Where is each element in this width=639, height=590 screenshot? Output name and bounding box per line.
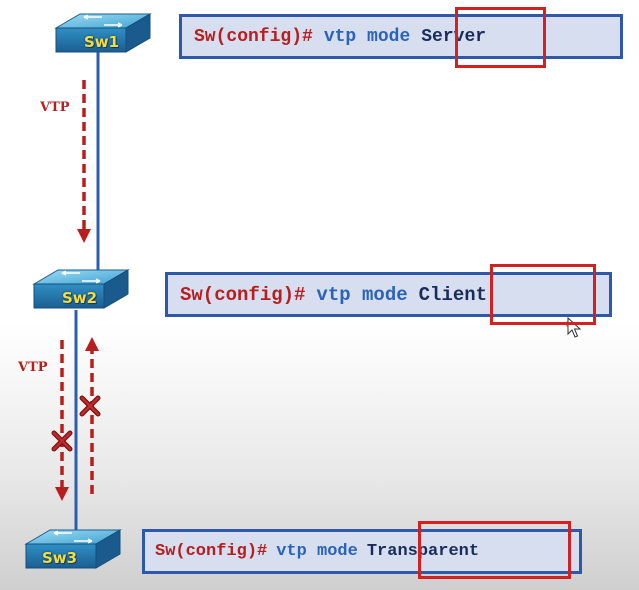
command-keyword: vtp mode	[316, 283, 408, 306]
command-box-sw3: Sw(config)# vtp mode Transparent	[142, 529, 582, 574]
vtp-label-sw2-sw3: VTP	[18, 360, 48, 375]
switch-label-sw1: Sw1	[84, 33, 120, 51]
network-switch-icon	[32, 269, 130, 309]
command-box-sw1: Sw(config)# vtp mode Server	[179, 14, 623, 59]
command-prompt: Sw(config)#	[155, 542, 268, 561]
command-keyword: vtp mode	[276, 542, 358, 561]
mode-highlight-client	[490, 264, 596, 325]
x-mark-icon	[79, 395, 101, 417]
vtp-mode-value: Transparent	[366, 542, 480, 561]
network-switch-icon	[24, 529, 122, 569]
command-prompt: Sw(config)#	[180, 283, 306, 306]
vtp-mode-value: Server	[421, 26, 487, 47]
switch-label-sw2: Sw2	[62, 289, 98, 307]
command-prompt: Sw(config)#	[194, 26, 313, 47]
mode-highlight-server	[455, 7, 546, 68]
switch-label-sw3: Sw3	[42, 549, 78, 567]
x-mark-icon	[51, 430, 73, 452]
vtp-mode-value: Client	[418, 283, 488, 306]
command-box-sw2: Sw(config)# vtp mode Client	[165, 272, 612, 317]
mode-highlight-transparent	[418, 521, 571, 579]
vtp-label-sw1-sw2: VTP	[40, 100, 70, 115]
network-switch-icon	[54, 13, 152, 53]
command-keyword: vtp mode	[323, 26, 411, 47]
